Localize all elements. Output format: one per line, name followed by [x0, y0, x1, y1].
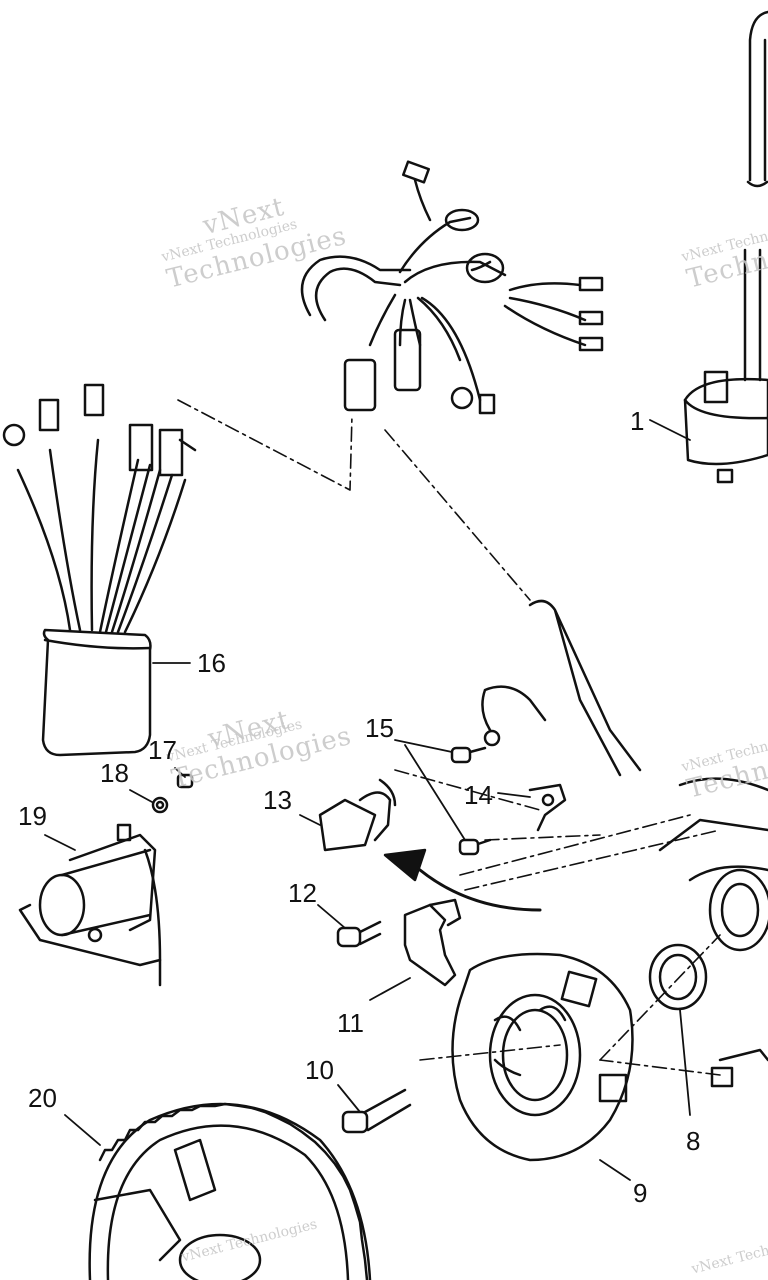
callout-9: 9	[633, 1178, 648, 1208]
callout-11: 11	[337, 1008, 364, 1038]
stator-part-9	[451, 952, 634, 1162]
nut-part-17	[176, 773, 194, 789]
callout-16: 16	[197, 648, 226, 678]
callout-10: 10	[305, 1055, 334, 1085]
callout-14: 14	[464, 780, 493, 810]
oil-seal-part-8	[648, 943, 708, 1011]
screw-part-12	[336, 920, 382, 948]
wiring-harness	[300, 160, 604, 415]
pickup-sensor-part-14	[528, 783, 567, 832]
callout-20: 20	[28, 1083, 57, 1113]
callout-15: 15	[365, 713, 394, 743]
washer-part-18	[151, 796, 169, 814]
callout-8: 8	[686, 1126, 701, 1156]
callout-13: 13	[263, 785, 292, 815]
callout-19: 19	[18, 801, 47, 831]
starter-solenoid-part-19	[18, 823, 162, 987]
bolt-part-10	[341, 1088, 412, 1134]
callout-12: 12	[288, 878, 317, 908]
clamp-part-11	[403, 898, 462, 987]
callout-1: 1	[630, 406, 645, 436]
callout-18: 18	[100, 758, 129, 788]
arrow-head	[383, 848, 427, 882]
direction-arrow	[418, 868, 542, 912]
cdi-box-part-16	[2, 383, 197, 757]
ignition-coil-part-1	[683, 10, 768, 484]
relay-part-13	[318, 778, 397, 852]
flywheel-part-20	[88, 1102, 372, 1280]
crankcase-housing	[658, 777, 768, 1088]
harness-cable	[528, 599, 642, 777]
leader-lines	[44, 419, 691, 1181]
callout-17: 17	[148, 735, 177, 765]
screws-part-15	[450, 685, 547, 856]
alignment-lines	[177, 399, 721, 1076]
